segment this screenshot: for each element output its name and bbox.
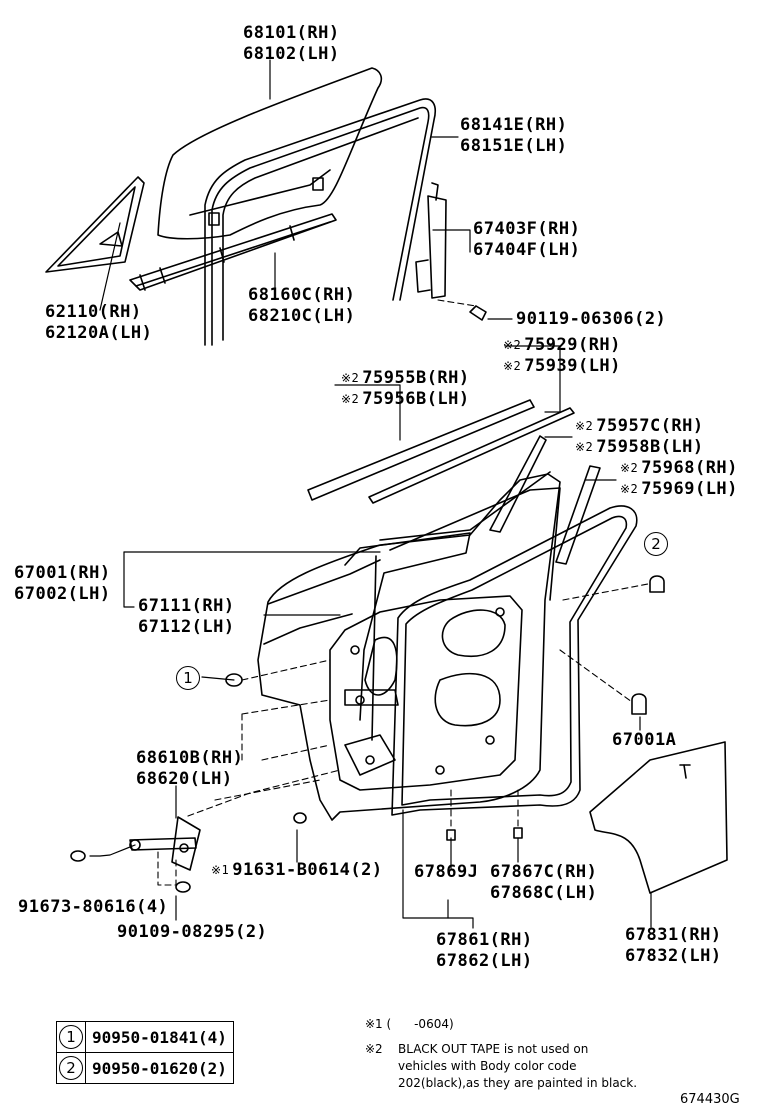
label-frame-rh: 67403F(RH) (473, 219, 581, 239)
label-bolt-bottom: 90109-08295(2) (117, 922, 268, 942)
blackout-tapes-drawing (307, 399, 601, 565)
label-plug: 67001A (612, 730, 677, 750)
figure-id: 674430G (680, 1092, 740, 1107)
label-seal-lh: 67862(LH) (436, 951, 533, 971)
label-cover-lh: 67832(LH) (625, 946, 722, 966)
label-screw-top: 90119-06306(2) (516, 309, 667, 329)
legend-row: 1 90950-01841(4) (56, 1021, 234, 1053)
label-seal-rh: 67861(RH) (436, 930, 533, 950)
leader-lines (89, 59, 652, 929)
service-cover-drawing (589, 741, 728, 894)
label-bolt-left: 91673-80616(4) (18, 897, 169, 917)
label-glass-lh: 68102(LH) (243, 44, 340, 64)
note-1: ※1 ( -0604) (365, 1016, 454, 1033)
legend-number: 1 (59, 1025, 83, 1049)
glass-run-drawing (204, 98, 436, 346)
weatherstrip-drawing (129, 213, 337, 291)
label-run-lh: 68151E(LH) (460, 136, 568, 156)
quarter-window-drawing (45, 176, 145, 273)
label-clip-j: 67869J (414, 862, 479, 882)
door-glass-drawing (157, 67, 383, 240)
note-2-line-3: 202(black),as they are painted in black. (398, 1076, 638, 1090)
legend-number: 2 (59, 1056, 83, 1080)
legend-part: 90950-01620(2) (85, 1052, 234, 1084)
rear-frame-drawing (415, 182, 447, 299)
note-2-line-2: vehicles with Body color code (398, 1059, 577, 1073)
label-clip-rh: 67867C(RH) (490, 862, 598, 882)
note-2-line-1: BLACK OUT TAPE is not used on (398, 1042, 589, 1056)
callout-2-right: 2 (644, 532, 668, 556)
label-quarter-rh: 62110(RH) (45, 302, 142, 322)
label-hinge-lh: 67112(LH) (138, 617, 235, 637)
callout-1-left: 1 (176, 666, 200, 690)
label-door-lh: 67002(LH) (14, 584, 111, 604)
label-run-rh: 68141E(RH) (460, 115, 568, 135)
label-glass-rh: 68101(RH) (243, 23, 340, 43)
note-2-mark: ※2 (365, 1042, 383, 1056)
legend-row: 2 90950-01620(2) (56, 1052, 234, 1084)
door-weatherstrip-drawing (391, 505, 638, 816)
label-frame-lh: 67404F(LH) (473, 240, 581, 260)
dashed-lines (157, 299, 649, 886)
label-cover-rh: 67831(RH) (625, 925, 722, 945)
note-1-text: ( -0604) (386, 1017, 454, 1031)
door-shell-drawing (257, 471, 561, 821)
legend-part: 90950-01841(4) (85, 1021, 234, 1053)
door-check-drawing (129, 816, 201, 871)
inner-panel-drawing (329, 595, 523, 791)
label-quarter-lh: 62120A(LH) (45, 323, 153, 343)
label-clip-lh: 67868C(LH) (490, 883, 598, 903)
label-hinge-rh: 67111(RH) (138, 596, 235, 616)
fastener-legend-table: 1 90950-01841(4) 2 90950-01620(2) (56, 1021, 234, 1084)
note-1-mark: ※1 (365, 1017, 383, 1031)
label-weather-rh: 68160C(RH) (248, 285, 356, 305)
label-check-rh: 68610B(RH) (136, 748, 244, 768)
label-door-rh: 67001(RH) (14, 563, 111, 583)
label-weather-lh: 68210C(LH) (248, 306, 356, 326)
label-check-lh: 68620(LH) (136, 769, 233, 789)
